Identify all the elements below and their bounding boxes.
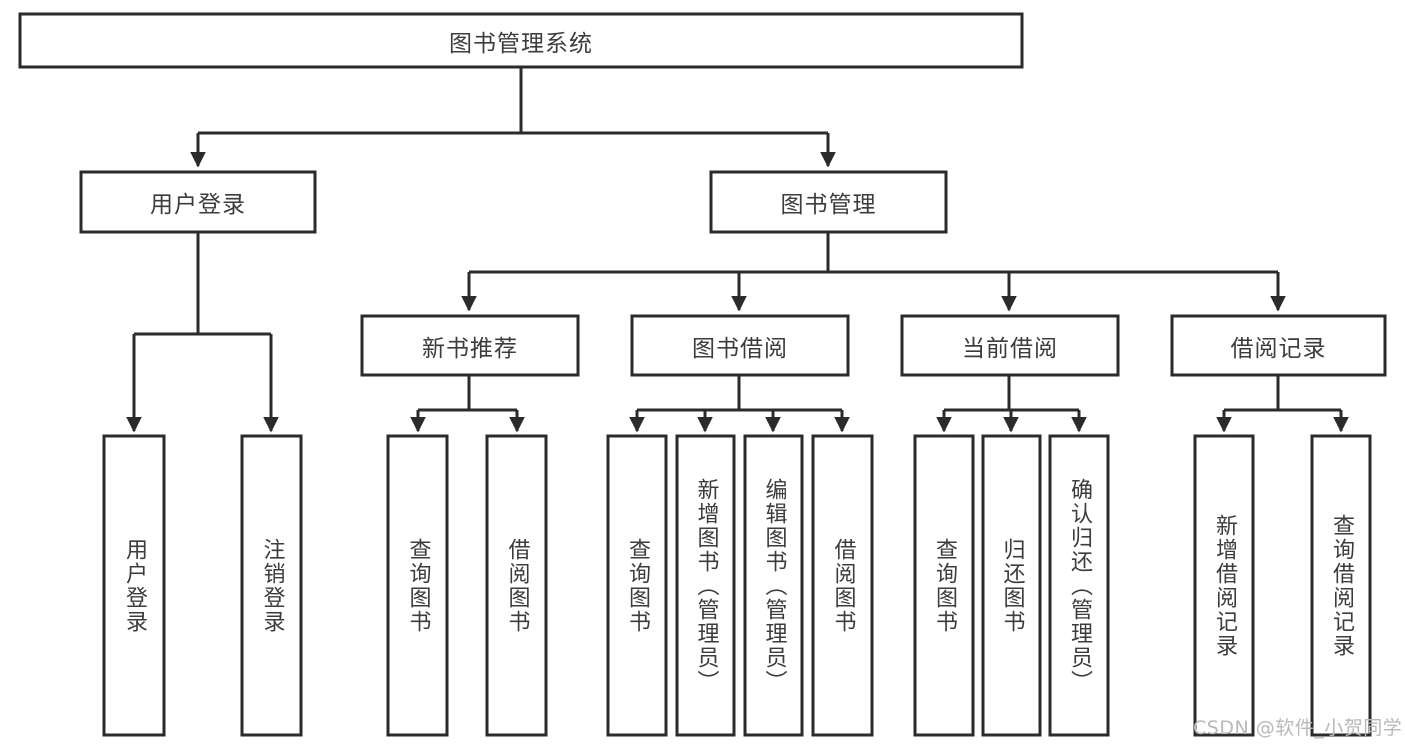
node-box-user-login[interactable] xyxy=(79,170,317,234)
node-box-new-book-recommend[interactable] xyxy=(360,314,580,377)
leaf-box-query-book-2[interactable] xyxy=(606,434,668,737)
leaf-box-add-book[interactable] xyxy=(675,434,736,737)
leaf-box-add-record[interactable] xyxy=(1193,434,1255,737)
node-box-current-borrow[interactable] xyxy=(900,314,1120,377)
leaf-box-edit-book[interactable] xyxy=(743,434,804,737)
leaf-box-query-book-1[interactable] xyxy=(386,434,449,737)
leaf-box-confirm-return[interactable] xyxy=(1048,434,1110,737)
node-box-book-borrow[interactable] xyxy=(630,314,850,377)
leaf-box-borrow-book-2[interactable] xyxy=(811,434,874,737)
leaf-box-return-book[interactable] xyxy=(981,434,1042,737)
node-box-book-manage[interactable] xyxy=(709,170,948,234)
leaf-box-borrow-book-1[interactable] xyxy=(485,434,548,737)
leaf-box-query-book-3[interactable] xyxy=(913,434,975,737)
csdn-watermark: CSDN @软件_小贺同学 xyxy=(1193,717,1403,739)
leaf-box-user-login[interactable] xyxy=(102,434,166,737)
node-box-borrow-record[interactable] xyxy=(1170,314,1387,377)
node-box-root[interactable] xyxy=(18,12,1024,69)
leaf-box-user-logout[interactable] xyxy=(240,434,303,737)
leaf-box-query-record[interactable] xyxy=(1310,434,1372,737)
